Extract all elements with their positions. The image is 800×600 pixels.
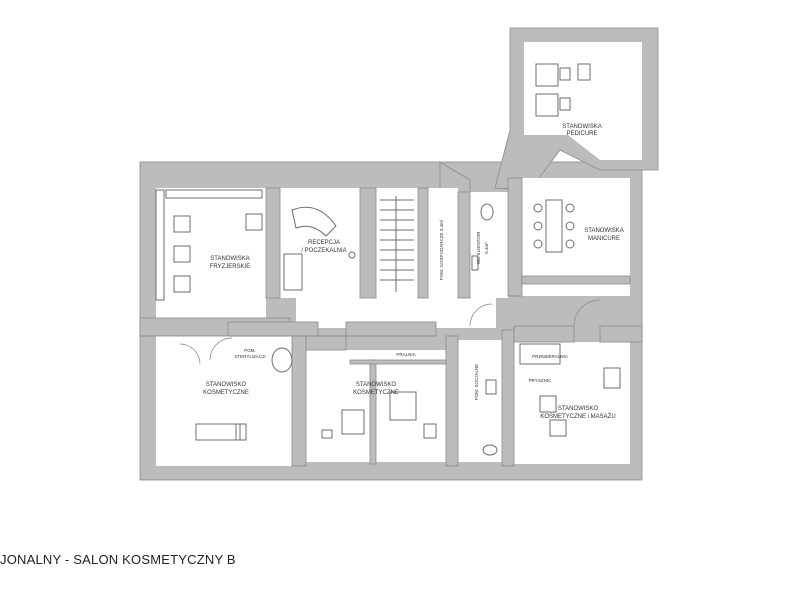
label-kosmetyczne-2b: KOSMETYCZNE <box>353 390 399 396</box>
label-wc-klientow: WC KLIENTÓW <box>475 231 481 264</box>
label-fryzjerskie-2: FRYZJERSKIE <box>210 264 251 270</box>
label-fryzjerskie-1: STANOWISKA <box>210 256 250 262</box>
label-wc-area: 5,4m² <box>484 242 489 254</box>
label-kosmetyczne-1a: STANOWISKO <box>206 382 247 388</box>
label-przebieralnia: PRZEBIERALNIA <box>532 354 568 359</box>
label-prysznic: PRYSZNIC <box>529 378 552 383</box>
label-socjalne: POM. SOCJALNE <box>474 364 479 401</box>
label-pralnia: PRALNIA <box>396 352 415 357</box>
room-labels: STANOWISKA PEDICURE STANOWISKA MANICURE … <box>203 124 624 420</box>
label-recepcja-2: / POCZEKALNIA <box>301 248 346 254</box>
label-manicure-2: MANICURE <box>588 236 620 242</box>
label-gospodarcze: POM. GOSPODARCZE 3,4m² <box>439 219 444 280</box>
room-interiors <box>156 42 642 466</box>
label-pedicure-1: STANOWISKA <box>562 124 602 130</box>
label-masaz-2: KOSMETYCZNE i MASAŻU <box>540 413 615 420</box>
label-recepcja-1: RECEPCJA <box>308 240 340 246</box>
label-kosmetyczne-2a: STANOWISKO <box>356 382 397 388</box>
partition-walls <box>139 177 643 467</box>
label-pedicure-2: PEDICURE <box>566 131 597 137</box>
fixtures <box>155 63 621 456</box>
plan-caption: JONALNY - SALON KOSMETYCZNY B <box>0 552 236 567</box>
label-kosmetyczne-1b: KOSMETYCZNE <box>203 390 249 396</box>
label-sterylizacja-2: STERYLIZACJI <box>234 354 265 359</box>
label-manicure-1: STANOWISKA <box>584 228 624 234</box>
floor-plan: STANOWISKA PEDICURE STANOWISKA MANICURE … <box>139 27 659 481</box>
label-masaz-1: STANOWISKO <box>558 406 599 412</box>
label-sterylizacja-1: POM. <box>244 348 256 353</box>
